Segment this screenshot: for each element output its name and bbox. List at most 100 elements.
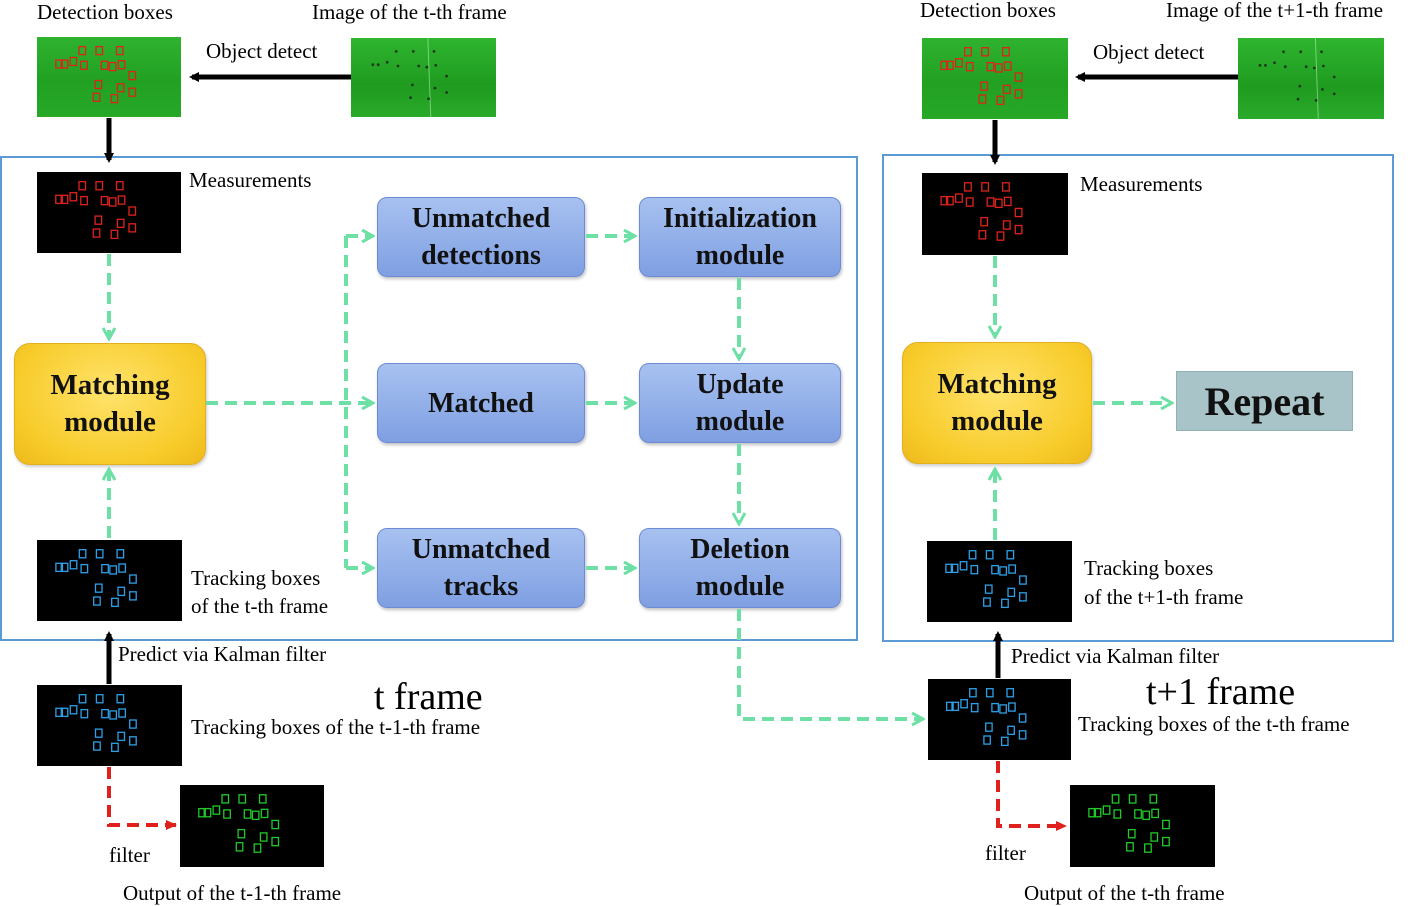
box-mark <box>978 94 987 104</box>
unmatched-tracks-module: Unmatched tracks <box>377 528 585 608</box>
box-mark <box>965 61 974 72</box>
box-mark <box>1149 794 1158 804</box>
box-mark <box>1127 828 1136 839</box>
player-dot <box>1312 66 1316 70</box>
box-mark <box>258 794 267 804</box>
right-detection-image <box>922 38 1068 119</box>
box-mark <box>986 197 995 207</box>
box-mark <box>1001 598 1009 609</box>
box-mark <box>981 182 990 192</box>
box-mark <box>970 564 979 575</box>
player-dot <box>411 50 415 53</box>
box-mark <box>985 688 994 698</box>
box-mark <box>94 728 103 738</box>
left-tracking-label-line1: Tracking boxes <box>191 566 321 590</box>
left-tracking-label-line2: of the t-th frame <box>191 594 329 618</box>
player-dot <box>1298 84 1302 88</box>
box-mark <box>1093 807 1102 818</box>
box-mark <box>999 566 1008 576</box>
right-detection-boxes-label: Detection boxes <box>920 0 1056 22</box>
box-mark <box>1113 809 1122 819</box>
box-mark <box>128 206 137 216</box>
box-mark <box>969 688 977 698</box>
player-dot <box>1320 50 1323 54</box>
player-dot <box>417 64 421 68</box>
box-mark <box>116 694 125 704</box>
box-mark <box>1007 587 1016 598</box>
box-mark <box>115 45 124 56</box>
box-mark <box>198 807 206 818</box>
player-dot <box>434 63 438 67</box>
box-mark <box>253 843 262 853</box>
player-dot <box>411 83 414 87</box>
player-dot <box>1299 50 1303 54</box>
box-mark <box>981 47 990 57</box>
box-mark <box>108 197 117 207</box>
box-mark <box>1008 702 1016 712</box>
box-mark <box>260 808 269 819</box>
box-mark <box>1111 794 1120 804</box>
box-mark <box>1162 836 1170 847</box>
box-mark <box>60 707 69 718</box>
box-mark <box>55 194 63 205</box>
left-predict-label: Predict via Kalman filter <box>118 642 327 666</box>
player-dot <box>1296 97 1300 101</box>
box-mark <box>80 60 88 70</box>
box-mark <box>959 561 968 571</box>
box-mark <box>93 741 101 751</box>
box-mark <box>1128 794 1137 804</box>
box-mark <box>1134 809 1142 819</box>
initialization-module: Initialization module <box>639 197 841 277</box>
deletion-module: Deletion module <box>639 528 841 608</box>
player-dot <box>409 96 412 99</box>
player-dot <box>1258 64 1262 67</box>
box-mark <box>1014 224 1023 235</box>
box-mark <box>1006 550 1015 560</box>
box-mark <box>94 583 103 593</box>
player-dot <box>427 97 430 101</box>
player-dot <box>1264 64 1267 67</box>
box-mark <box>1006 688 1015 698</box>
box-mark <box>117 60 126 70</box>
box-mark <box>111 597 119 608</box>
box-mark <box>69 705 78 715</box>
box-mark <box>980 81 989 91</box>
repeat-box: Repeat <box>1176 371 1353 431</box>
left-detection-boxes-label: Detection boxes <box>37 0 173 24</box>
box-mark <box>991 702 999 713</box>
box-mark <box>1002 84 1011 95</box>
box-mark <box>1151 808 1160 819</box>
box-mark <box>1144 843 1152 853</box>
box-mark <box>128 87 137 97</box>
box-mark <box>960 699 968 709</box>
player-dot <box>1321 88 1324 91</box>
pitch-line <box>1314 38 1319 119</box>
left-image-frame-label: Image of the t-th frame <box>312 0 507 24</box>
box-mark <box>118 563 127 573</box>
box-mark <box>116 83 125 93</box>
left-object-detect-label: Object detect <box>206 39 318 63</box>
box-mark <box>963 47 972 57</box>
box-mark <box>117 195 126 205</box>
box-mark <box>984 584 993 594</box>
box-mark <box>271 819 280 830</box>
box-mark <box>128 223 137 233</box>
right-tracking-label-line1: Tracking boxes <box>1084 556 1214 580</box>
box-mark <box>1162 819 1170 830</box>
box-mark <box>129 736 137 746</box>
left-filter-label: filter <box>109 843 150 867</box>
box-mark <box>78 181 87 191</box>
box-mark <box>69 560 78 570</box>
box-mark <box>945 563 954 574</box>
box-mark <box>950 563 959 574</box>
right-frame-image <box>1238 38 1384 119</box>
box-mark <box>963 182 972 192</box>
update-module: Update module <box>639 363 841 443</box>
player-dot <box>396 64 400 68</box>
box-mark <box>1126 842 1134 852</box>
box-mark <box>95 181 104 191</box>
box-mark <box>111 742 119 753</box>
matched-module: Matched <box>377 363 585 443</box>
box-mark <box>1019 575 1027 585</box>
box-mark <box>235 842 244 852</box>
